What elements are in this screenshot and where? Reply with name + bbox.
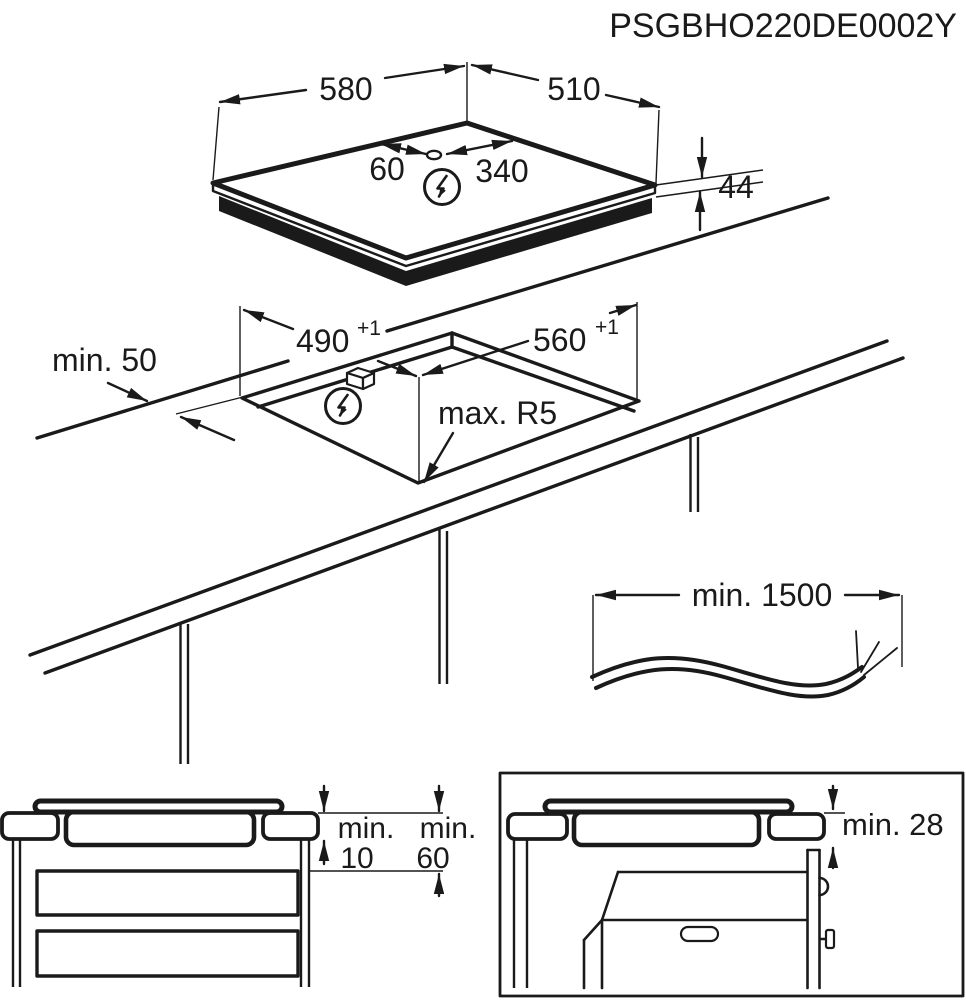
hob-depth-dimension: 510 bbox=[547, 71, 600, 107]
hob-glass-edge bbox=[211, 181, 657, 268]
gap-clearance-value: 10 bbox=[340, 842, 373, 875]
cutout-width-tolerance: +1 bbox=[595, 316, 619, 339]
cabinet-section-view: min. 10 min. 60 bbox=[0, 784, 477, 987]
cabinet-legs bbox=[179, 434, 700, 764]
hob-body-section bbox=[571, 809, 762, 848]
oven-section-view: min. 28 bbox=[498, 771, 965, 998]
worktop-right-section bbox=[767, 812, 826, 841]
built-in-oven bbox=[582, 870, 809, 990]
worktop-front-edge-top bbox=[28, 339, 889, 657]
oven-handle bbox=[679, 925, 720, 943]
mains-cable bbox=[594, 666, 866, 699]
mains-cable bbox=[590, 655, 864, 688]
cabinet-side-panel bbox=[806, 848, 836, 990]
cutout-depth-tolerance: +1 bbox=[357, 317, 381, 340]
cable-wire-strands bbox=[855, 630, 898, 676]
knob bbox=[818, 876, 830, 897]
worktop-rear-edge bbox=[385, 196, 830, 333]
power-connection-icon bbox=[425, 170, 460, 205]
depth-clearance-value: 60 bbox=[416, 842, 449, 875]
gap-clearance-label: min. bbox=[338, 812, 395, 845]
hob-width-dimension: 580 bbox=[319, 71, 372, 107]
worktop-front-edge-bottom bbox=[43, 356, 905, 675]
cable-hole bbox=[425, 149, 443, 161]
corner-radius-dimension: max. R5 bbox=[438, 395, 557, 431]
hob-glass-section bbox=[542, 798, 795, 815]
hob-body-section bbox=[63, 809, 257, 848]
cable-hole-offset-dimension: 60 bbox=[369, 151, 405, 187]
cutout-width-dimension: 560 bbox=[533, 322, 586, 358]
worktop-right-section bbox=[261, 811, 320, 841]
cable-length-dimension: min. 1500 bbox=[692, 577, 833, 613]
cable-hole-span-dimension: 340 bbox=[475, 153, 528, 189]
cable-entry-box bbox=[345, 366, 376, 391]
part-number: PSGBHO220DE0002Y bbox=[609, 7, 957, 45]
figure-frame bbox=[498, 771, 965, 998]
worktop-rear-edge bbox=[35, 359, 290, 440]
oven-clearance-dimension: min. 28 bbox=[842, 807, 944, 842]
drawer bbox=[35, 869, 300, 917]
worktop-left-section bbox=[506, 812, 569, 841]
hob-height-dimension: 44 bbox=[718, 169, 754, 205]
cutout-depth-dimension: 490 bbox=[296, 323, 349, 359]
edge-clearance-dimension: min. 50 bbox=[52, 342, 157, 378]
worktop-cutout-view: 490 +1 560 +1 min. 50 max. R5 bbox=[28, 196, 905, 764]
hob-top-view: 580 510 60 340 44 bbox=[210, 62, 764, 286]
cabinet-legs bbox=[11, 839, 311, 987]
power-cable-view: min. 1500 bbox=[590, 577, 903, 699]
power-connection-icon bbox=[326, 389, 361, 424]
hob-glass-section bbox=[32, 798, 285, 815]
worktop-left-section bbox=[0, 811, 60, 841]
screw bbox=[824, 928, 836, 950]
hob-body bbox=[219, 196, 652, 286]
depth-clearance-label: min. bbox=[420, 812, 477, 845]
cabinet-legs bbox=[512, 839, 529, 988]
drawer bbox=[35, 929, 300, 978]
